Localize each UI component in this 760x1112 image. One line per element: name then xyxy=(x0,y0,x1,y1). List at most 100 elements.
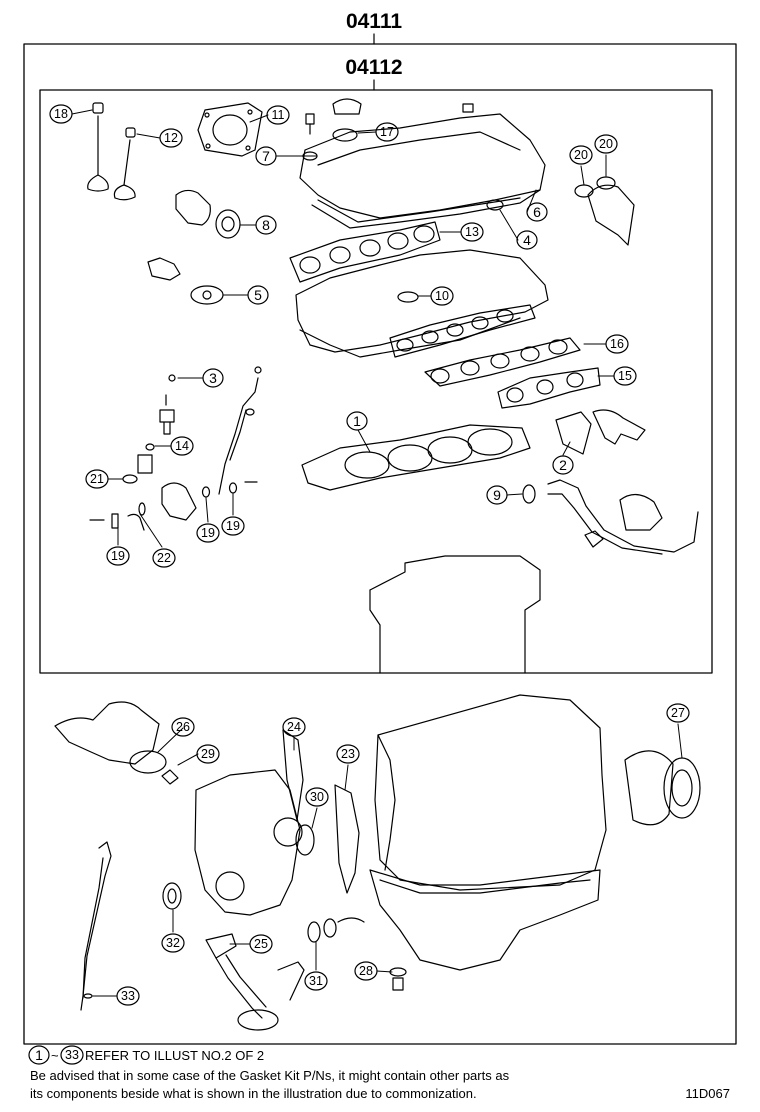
callout-33: 33 xyxy=(116,986,140,1006)
callout-29: 29 xyxy=(196,744,220,764)
inner-kit-frame xyxy=(39,89,713,674)
svg-text:14: 14 xyxy=(175,439,189,453)
cylinder-head-gasket xyxy=(301,424,531,491)
svg-text:24: 24 xyxy=(287,720,301,734)
callout-10: 10 xyxy=(430,286,454,306)
callout-20-b: 20 xyxy=(594,134,618,154)
cylinder-block xyxy=(374,694,607,891)
oil-filter-bracket-gaskets xyxy=(307,917,365,943)
footnote-range-end: 33 xyxy=(65,1048,79,1062)
cylinder-head-cover xyxy=(299,113,546,229)
oil-pan xyxy=(369,869,601,971)
svg-text:22: 22 xyxy=(157,551,171,565)
footnote-range-separator: ~ xyxy=(51,1048,59,1063)
rear-oil-seal xyxy=(624,750,701,826)
callout-31: 31 xyxy=(304,971,328,991)
callout-7: 7 xyxy=(255,146,277,166)
exhaust-pipe-gasket xyxy=(497,367,601,409)
callout-30: 30 xyxy=(305,787,329,807)
water-inlet-pipe xyxy=(522,479,699,555)
svg-text:32: 32 xyxy=(166,936,180,950)
footnote-advisory-line-2: its components beside what is shown in t… xyxy=(30,1086,477,1101)
svg-text:28: 28 xyxy=(359,964,373,978)
svg-text:20: 20 xyxy=(574,148,588,162)
callout-3: 3 xyxy=(202,368,224,388)
callout-22: 22 xyxy=(152,548,176,568)
fuel-injector-and-seals xyxy=(122,374,176,484)
callout-8: 8 xyxy=(255,215,277,235)
callout-25: 25 xyxy=(249,934,273,954)
callout-5: 5 xyxy=(247,285,269,305)
callout-16: 16 xyxy=(605,334,629,354)
cylinder-head xyxy=(295,249,549,358)
callout-26: 26 xyxy=(171,717,195,737)
svg-text:5: 5 xyxy=(254,287,262,303)
svg-text:23: 23 xyxy=(341,747,355,761)
svg-text:1: 1 xyxy=(353,413,361,429)
svg-text:2: 2 xyxy=(559,457,567,473)
figure-id: 11D067 xyxy=(685,1086,730,1101)
callout-32: 32 xyxy=(161,933,185,953)
svg-text:11: 11 xyxy=(272,108,285,122)
footnote-refer-text: REFER TO ILLUST NO.2 OF 2 xyxy=(85,1048,264,1063)
callout-14: 14 xyxy=(170,436,194,456)
water-pump-assembly xyxy=(54,701,179,785)
timing-chain-cover xyxy=(194,769,303,916)
svg-text:18: 18 xyxy=(54,107,68,121)
callout-21: 21 xyxy=(85,469,109,489)
kit-outer-code: 04111 xyxy=(346,10,402,33)
callout-9: 9 xyxy=(486,485,508,505)
callout-23: 23 xyxy=(336,744,360,764)
callout-13: 13 xyxy=(460,222,484,242)
svg-text:30: 30 xyxy=(310,790,324,804)
svg-text:21: 21 xyxy=(90,472,104,486)
outer-kit-frame xyxy=(23,43,737,1045)
callout-28: 28 xyxy=(354,961,378,981)
svg-text:19: 19 xyxy=(111,549,125,563)
kit-inner-code: 04112 xyxy=(345,56,402,79)
svg-text:9: 9 xyxy=(493,487,501,503)
callout-18: 18 xyxy=(49,104,73,124)
callout-27: 27 xyxy=(666,703,690,723)
callout-24: 24 xyxy=(282,717,306,737)
svg-text:33: 33 xyxy=(121,989,135,1003)
oil-dipstick xyxy=(80,841,112,1011)
svg-text:20: 20 xyxy=(599,137,613,151)
egr-pipe-gaskets xyxy=(574,176,635,246)
svg-text:27: 27 xyxy=(671,706,685,720)
callout-6: 6 xyxy=(526,202,548,222)
svg-text:17: 17 xyxy=(380,125,394,139)
svg-text:7: 7 xyxy=(262,148,270,164)
exhaust-manifold-gasket xyxy=(389,304,536,358)
drain-plug xyxy=(389,967,407,991)
svg-text:3: 3 xyxy=(209,370,217,386)
svg-text:10: 10 xyxy=(435,289,449,303)
svg-text:12: 12 xyxy=(164,131,178,145)
intake-manifold-gasket xyxy=(289,221,441,283)
svg-text:29: 29 xyxy=(201,747,215,761)
callout-2: 2 xyxy=(552,455,574,475)
oil-seal-32 xyxy=(162,882,182,910)
svg-text:19: 19 xyxy=(201,526,215,540)
footnote-advisory-line-1: Be advised that in some case of the Gask… xyxy=(30,1068,510,1083)
callout-1: 1 xyxy=(346,411,368,431)
water-bypass-hose-assembly xyxy=(89,366,262,531)
water-outlet-housing xyxy=(175,189,241,239)
callout-12: 12 xyxy=(159,128,183,148)
throttle-body-gasket xyxy=(197,102,263,157)
svg-text:15: 15 xyxy=(618,369,632,383)
cap-and-seals xyxy=(302,98,474,161)
callout-19-b: 19 xyxy=(196,523,220,543)
water-pump-gasket xyxy=(555,409,646,455)
timing-cover-gaskets xyxy=(282,729,360,894)
valve-stem-seal-and-valve-left xyxy=(87,102,136,201)
svg-text:19: 19 xyxy=(226,519,240,533)
callout-19-a: 19 xyxy=(106,546,130,566)
leader-lines xyxy=(71,109,683,997)
callout-20-a: 20 xyxy=(569,145,593,165)
exhaust-manifold-gasket-2 xyxy=(424,337,581,387)
callout-15: 15 xyxy=(613,366,637,386)
svg-text:25: 25 xyxy=(254,937,268,951)
oil-pressure-switch xyxy=(147,257,224,305)
